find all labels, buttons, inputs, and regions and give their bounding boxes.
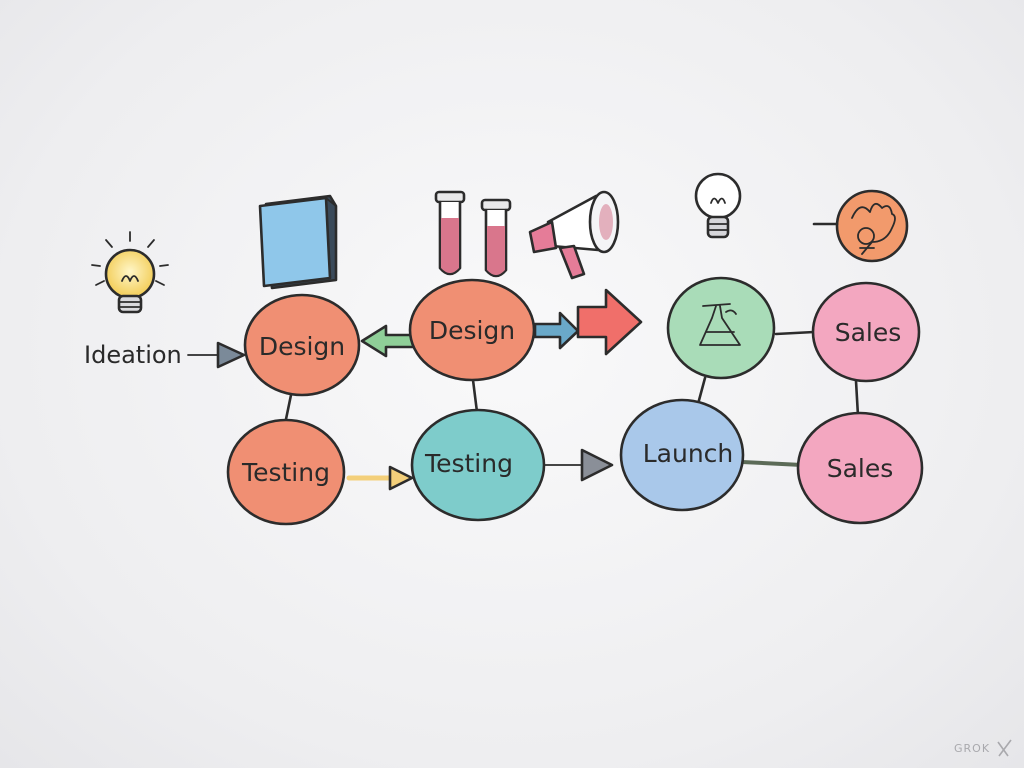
test-tubes-icon xyxy=(434,190,512,278)
megaphone-icon xyxy=(528,190,620,280)
connectors xyxy=(283,330,860,467)
node-testing-mid-label: Testing xyxy=(424,449,513,478)
node-launch-label: Launch xyxy=(643,439,734,468)
watermark-text: GROK xyxy=(954,742,990,755)
node-design-top: Design xyxy=(408,278,536,382)
arrows xyxy=(187,288,643,491)
arrow-double-design xyxy=(360,324,416,358)
arrow-red-big xyxy=(576,288,643,356)
node-sales-bottom-label: Sales xyxy=(827,454,894,483)
arrow-design-right xyxy=(533,311,580,350)
arrow-testing-launch xyxy=(543,448,614,482)
node-sales-bottom: Sales xyxy=(796,411,924,525)
book-icon xyxy=(258,194,338,290)
arrow-ideation-design xyxy=(187,341,246,369)
node-design-left-label: Design xyxy=(259,332,345,361)
connector-flask-sales xyxy=(774,330,816,336)
node-sales-top: Sales xyxy=(811,281,921,383)
node-design-left: Design xyxy=(243,293,361,397)
connector-flask-launch xyxy=(696,376,707,406)
flask-icon xyxy=(699,303,741,346)
node-design-top-label: Design xyxy=(429,316,515,345)
lightbulb-outline-icon xyxy=(694,172,742,239)
lightbulb-glowing-icon xyxy=(91,231,169,314)
node-testing-left-label: Testing xyxy=(241,458,330,487)
node-testing-left: Testing xyxy=(226,418,346,526)
nodes: Design Design Testing Testing Launch xyxy=(226,276,924,526)
grok-logo-icon xyxy=(997,739,1012,757)
node-flask xyxy=(666,276,776,380)
connector-launch-sales xyxy=(741,460,803,467)
ideation-label: Ideation xyxy=(84,341,182,369)
hand-bulb-icon xyxy=(812,189,909,263)
node-launch: Launch xyxy=(619,398,745,512)
arrow-testing-testing xyxy=(346,465,414,491)
node-testing-mid: Testing xyxy=(410,408,546,522)
connector-design-testing-mid xyxy=(471,378,479,414)
node-sales-top-label: Sales xyxy=(835,318,902,347)
connector-sales-sales xyxy=(854,379,860,418)
